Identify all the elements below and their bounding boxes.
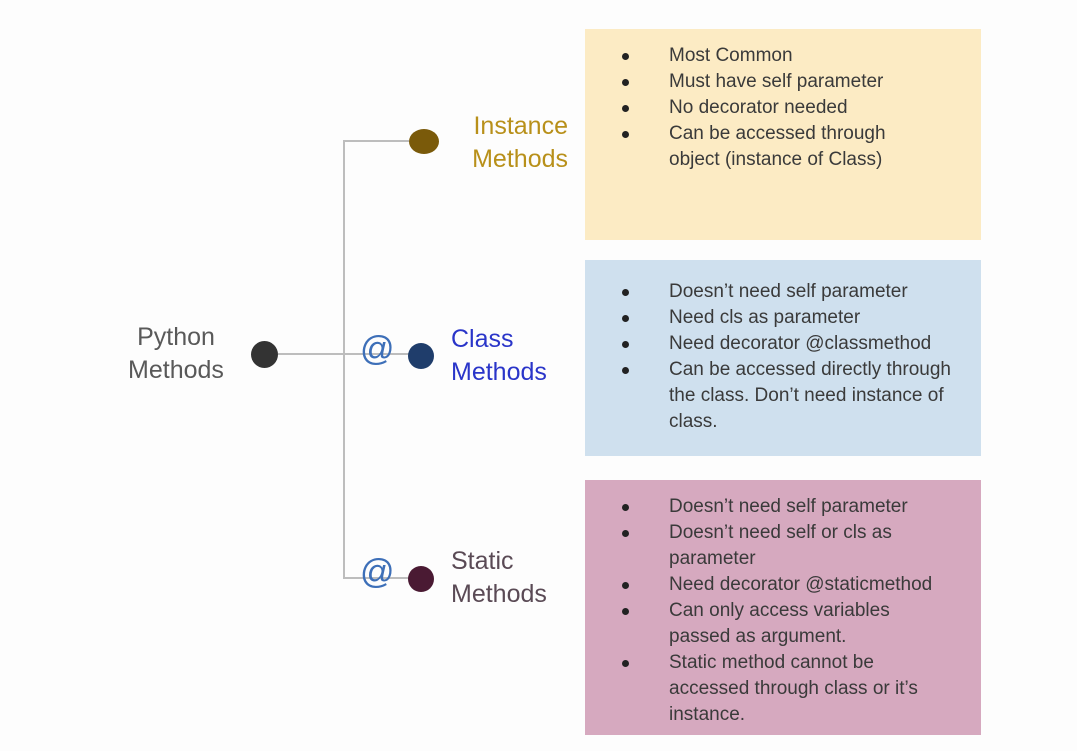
bullet-icon <box>622 105 629 112</box>
static-methods-dot <box>408 566 434 592</box>
instance-methods-dot <box>409 129 439 154</box>
class-methods-label-line2: Methods <box>451 358 547 386</box>
instance-methods-label-line1: Instance <box>473 112 568 140</box>
bullet-icon <box>622 504 629 511</box>
bullet-icon <box>622 341 629 348</box>
bullet-icon <box>622 367 629 374</box>
static-methods-label: Static Methods <box>451 545 547 611</box>
list-item: Need decorator @classmethod <box>585 331 981 357</box>
list-item: Doesn’t need self parameter <box>585 494 981 520</box>
bullet-icon <box>622 79 629 86</box>
bullet-icon <box>622 660 629 667</box>
list-item: Most Common <box>585 43 981 69</box>
list-item: No decorator needed <box>585 95 981 121</box>
list-item: Can be accessed through object (instance… <box>585 121 981 173</box>
class-methods-label: Class Methods <box>451 323 547 389</box>
list-item: Static method cannot be accessed through… <box>585 650 981 728</box>
bullet-icon <box>622 315 629 322</box>
static-methods-list: Doesn’t need self parameter Doesn’t need… <box>585 494 981 728</box>
static-methods-label-line1: Static <box>451 547 514 575</box>
trunk-connector <box>343 141 345 579</box>
instance-methods-list: Most Common Must have self parameter No … <box>585 43 981 173</box>
class-methods-list: Doesn’t need self parameter Need cls as … <box>585 279 981 435</box>
root-label-line2: Methods <box>128 356 224 384</box>
list-item: Need cls as parameter <box>585 305 981 331</box>
static-connector <box>343 577 409 579</box>
root-label-line1: Python <box>137 323 215 351</box>
static-decorator-at-symbol: @ <box>360 553 395 591</box>
class-methods-label-line1: Class <box>451 325 514 353</box>
list-item: Must have self parameter <box>585 69 981 95</box>
instance-methods-info-box: Most Common Must have self parameter No … <box>585 29 981 240</box>
list-item: Can be accessed directly through the cla… <box>585 357 981 435</box>
class-methods-dot <box>408 343 434 369</box>
root-dot <box>251 341 278 368</box>
static-methods-label-line2: Methods <box>451 580 547 608</box>
instance-connector <box>343 140 409 142</box>
bullet-icon <box>622 53 629 60</box>
root-connector <box>278 353 344 355</box>
bullet-icon <box>622 608 629 615</box>
instance-methods-label-line2: Methods <box>472 145 568 173</box>
class-methods-info-box: Doesn’t need self parameter Need cls as … <box>585 260 981 456</box>
class-connector <box>343 353 409 355</box>
list-item: Doesn’t need self or cls as parameter <box>585 520 981 572</box>
bullet-icon <box>622 582 629 589</box>
bullet-icon <box>622 289 629 296</box>
root-label: Python Methods <box>106 321 246 387</box>
static-methods-info-box: Doesn’t need self parameter Doesn’t need… <box>585 480 981 735</box>
bullet-icon <box>622 530 629 537</box>
class-decorator-at-symbol: @ <box>360 330 395 368</box>
instance-methods-label: Instance Methods <box>455 110 568 176</box>
list-item: Can only access variables passed as argu… <box>585 598 981 650</box>
list-item: Need decorator @staticmethod <box>585 572 981 598</box>
list-item: Doesn’t need self parameter <box>585 279 981 305</box>
bullet-icon <box>622 131 629 138</box>
